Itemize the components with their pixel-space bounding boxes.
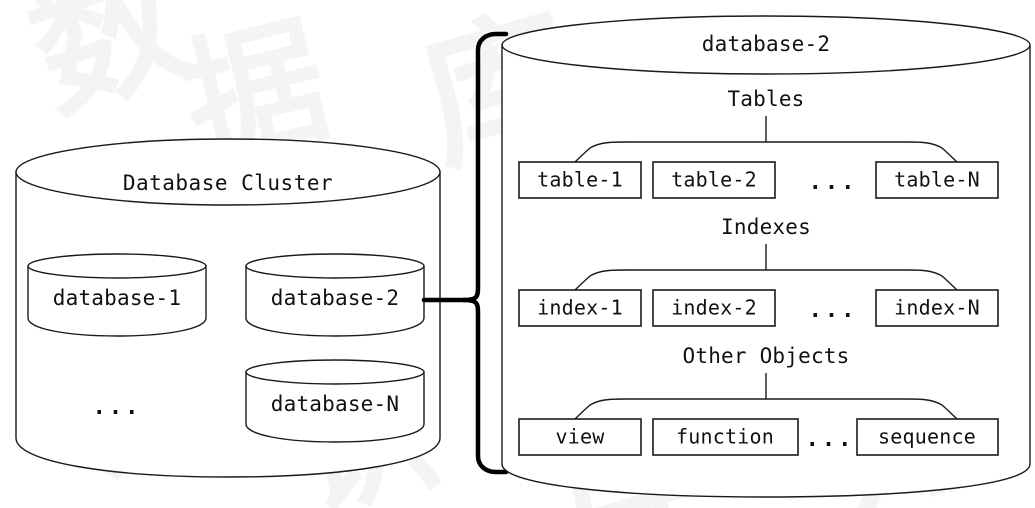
group-label-tables: Tables bbox=[727, 87, 804, 111]
inner-cylinder-database-N[interactable]: database-N bbox=[245, 359, 425, 443]
database-2-label: database-2 bbox=[271, 286, 399, 310]
database-2-detail-cylinder[interactable]: database-2 bbox=[501, 15, 1031, 498]
database-2-top bbox=[245, 253, 425, 279]
database-1-body bbox=[27, 265, 207, 337]
index-2-label: index-2 bbox=[671, 296, 757, 320]
database-N-top bbox=[245, 359, 425, 385]
indexes-bracket bbox=[555, 269, 977, 301]
group-label-other-objects: Other Objects bbox=[683, 344, 850, 368]
tables-ellipsis: ... bbox=[809, 170, 858, 195]
group-indexes: Indexes index-1 index-2 ... index-N bbox=[518, 215, 999, 327]
other-objects-ellipsis: ... bbox=[806, 427, 855, 452]
index-2-box[interactable] bbox=[652, 289, 776, 327]
detail-cylinder-title: database-2 bbox=[702, 32, 830, 56]
other-objects-bracket bbox=[555, 398, 977, 430]
view-box[interactable] bbox=[518, 418, 642, 456]
database-2-body bbox=[245, 265, 425, 337]
group-other-objects: Other Objects view function ... sequence bbox=[518, 344, 999, 456]
cluster-cylinder-top bbox=[15, 138, 441, 206]
table-N-label: table-N bbox=[894, 168, 980, 192]
group-tables: Tables table-1 table-2 ... table-N bbox=[518, 87, 999, 199]
sequence-label: sequence bbox=[878, 425, 976, 449]
sequence-box[interactable] bbox=[856, 418, 999, 456]
connector-arm-lower bbox=[461, 297, 509, 475]
detail-cylinder-top bbox=[501, 15, 1031, 75]
database-N-body bbox=[245, 371, 425, 443]
view-label: view bbox=[556, 425, 606, 449]
index-N-box[interactable] bbox=[875, 289, 999, 327]
table-2-label: table-2 bbox=[671, 168, 757, 192]
detail-cylinder-body bbox=[501, 44, 1031, 498]
table-1-box[interactable] bbox=[518, 161, 642, 199]
database-N-label: database-N bbox=[271, 392, 399, 416]
table-2-box[interactable] bbox=[652, 161, 776, 199]
brace-connector bbox=[421, 31, 509, 475]
cluster-title: Database Cluster bbox=[123, 171, 333, 195]
group-label-indexes: Indexes bbox=[721, 215, 811, 239]
index-1-label: index-1 bbox=[537, 296, 623, 320]
index-1-box[interactable] bbox=[518, 289, 642, 327]
function-label: function bbox=[676, 425, 774, 449]
connector-arm-upper bbox=[461, 31, 509, 303]
indexes-ellipsis: ... bbox=[809, 298, 858, 323]
cluster-ellipsis: ... bbox=[93, 395, 142, 420]
tables-bracket bbox=[555, 141, 977, 173]
inner-cylinder-database-2[interactable]: database-2 bbox=[245, 253, 425, 337]
database-1-label: database-1 bbox=[53, 286, 181, 310]
table-1-label: table-1 bbox=[537, 168, 623, 192]
database-1-top bbox=[27, 253, 207, 279]
table-N-box[interactable] bbox=[875, 161, 999, 199]
function-box[interactable] bbox=[652, 418, 799, 456]
index-N-label: index-N bbox=[894, 296, 980, 320]
inner-cylinder-database-1[interactable]: database-1 bbox=[27, 253, 207, 337]
